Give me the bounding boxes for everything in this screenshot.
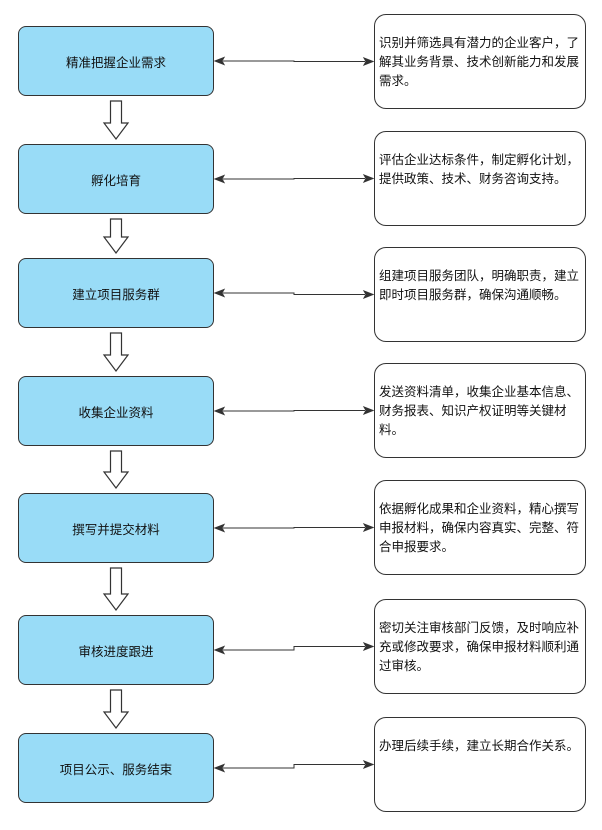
note-box-4: 发送资料清单，收集企业基本信息、财务报表、知识产权证明等关键材料。: [374, 363, 586, 458]
step-box-5: 撰写并提交材料: [18, 493, 214, 563]
link-arrowhead-right-2: [362, 174, 375, 183]
step-box-4: 收集企业资料: [18, 376, 214, 446]
note-box-2: 评估企业达标条件，制定孵化计划，提供政策、技术、财务咨询支持。: [374, 131, 586, 226]
step-label-3: 建立项目服务群: [72, 286, 160, 302]
down-arrow-6: [102, 689, 130, 729]
step-label-5: 撰写并提交材料: [72, 521, 160, 537]
note-text-1: 识别并筛选具有潜力的企业客户，了解其业务背景、技术创新能力和发展需求。: [379, 35, 580, 88]
link-arrowhead-right-4: [362, 406, 375, 415]
step-box-7: 项目公示、服务结束: [18, 733, 214, 803]
note-box-6: 密切关注审核部门反馈，及时响应补充或修改要求，确保申报材料顺利通过审核。: [374, 599, 586, 694]
down-arrow-3: [102, 332, 130, 372]
link-arrowhead-left-7: [213, 763, 226, 773]
step-box-1: 精准把握企业需求: [18, 26, 214, 96]
down-arrow-5: [102, 567, 130, 611]
link-arrowhead-left-6: [213, 645, 226, 655]
link-arrowhead-right-3: [362, 290, 375, 299]
note-box-3: 组建项目服务团队，明确职责，建立即时项目服务群，确保沟通顺畅。: [374, 247, 586, 342]
step-box-3: 建立项目服务群: [18, 258, 214, 328]
step-label-2: 孵化培育: [90, 172, 141, 188]
link-arrowhead-left-3: [213, 288, 226, 298]
link-arrowhead-left-4: [213, 406, 226, 416]
note-box-5: 依据孵化成果和企业资料，精心撰写申报材料，确保内容真实、完整、符合申报要求。: [374, 480, 586, 575]
link-arrowhead-left-5: [213, 523, 226, 533]
link-arrowhead-right-1: [362, 57, 375, 66]
link-line-2: [223, 178, 365, 180]
step-box-2: 孵化培育: [18, 144, 214, 214]
note-text-2: 评估企业达标条件，制定孵化计划，提供政策、技术、财务咨询支持。: [379, 152, 580, 186]
note-text-3: 组建项目服务团队，明确职责，建立即时项目服务群，确保沟通顺畅。: [379, 268, 580, 302]
link-line-3: [223, 292, 365, 295]
note-box-7: 办理后续手续，建立长期合作关系。: [374, 717, 586, 812]
note-text-4: 发送资料清单，收集企业基本信息、财务报表、知识产权证明等关键材料。: [379, 384, 580, 437]
down-arrow-1: [102, 100, 130, 140]
note-text-6: 密切关注审核部门反馈，及时响应补充或修改要求，确保申报材料顺利通过审核。: [379, 620, 580, 673]
down-arrow-2: [102, 218, 130, 254]
link-line-6: [223, 646, 365, 651]
step-label-4: 收集企业资料: [78, 404, 154, 420]
link-arrowhead-right-7: [362, 760, 375, 769]
link-line-1: [223, 60, 365, 62]
step-label-1: 精准把握企业需求: [65, 54, 166, 70]
link-line-7: [223, 764, 365, 769]
link-arrowhead-left-1: [213, 56, 226, 66]
link-line-4: [223, 410, 365, 412]
note-text-7: 办理后续手续，建立长期合作关系。: [379, 738, 580, 753]
link-arrowhead-right-5: [362, 523, 375, 532]
step-label-6: 审核进度跟进: [78, 643, 154, 659]
link-line-5: [223, 527, 365, 529]
step-box-6: 审核进度跟进: [18, 615, 214, 685]
step-label-7: 项目公示、服务结束: [59, 761, 173, 777]
link-arrowhead-right-6: [362, 642, 375, 651]
note-text-5: 依据孵化成果和企业资料，精心撰写申报材料，确保内容真实、完整、符合申报要求。: [379, 501, 580, 554]
note-box-1: 识别并筛选具有潜力的企业客户，了解其业务背景、技术创新能力和发展需求。: [374, 14, 586, 109]
link-arrowhead-left-2: [213, 174, 226, 184]
down-arrow-4: [102, 450, 130, 489]
